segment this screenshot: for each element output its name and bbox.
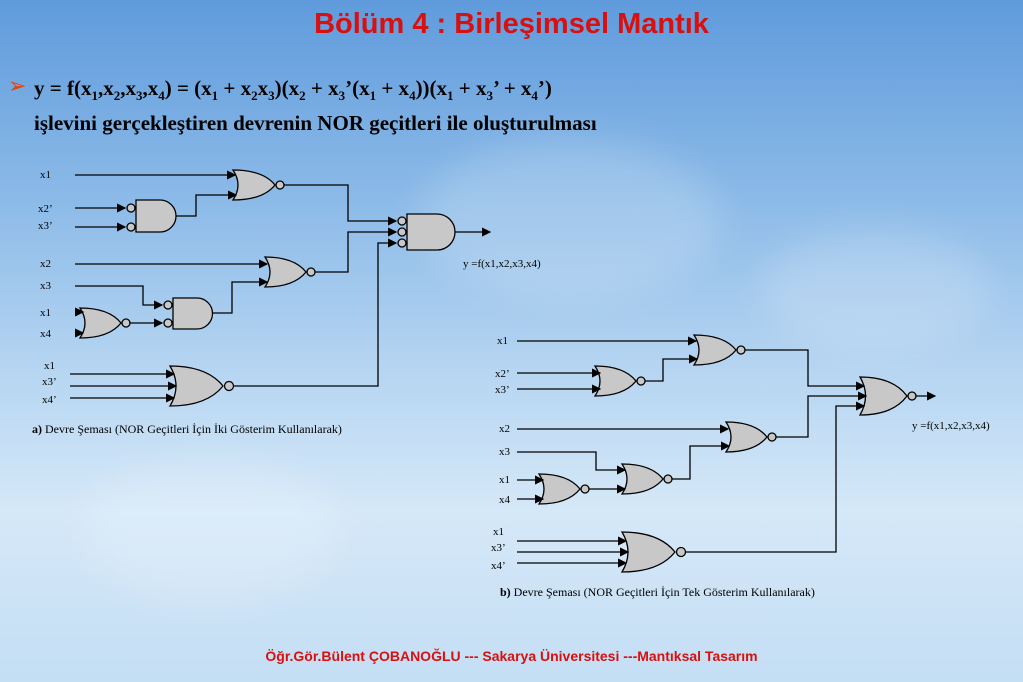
diagram-a-label-x2: x2	[40, 258, 51, 270]
nor-gate-a2	[126, 199, 177, 233]
nor-gate-a1	[231, 169, 285, 201]
diagram-b-label-x4-prime: x4’	[491, 560, 506, 572]
diagram-a-label-x4: x4	[40, 328, 52, 340]
bullet-arrow-icon: ➢	[8, 74, 27, 99]
nor-gate-b6	[620, 531, 687, 573]
background-glow	[420, 140, 720, 300]
diagram-a-label-x1-bottom: x1	[44, 360, 55, 372]
nor-gate-b7-output	[858, 376, 917, 416]
nor-gate-a3	[263, 256, 316, 288]
diagram-b-label-x2-prime: x2’	[495, 368, 510, 380]
nor-gate-b4	[620, 463, 673, 495]
diagram-a-label-x2-prime: x2’	[38, 203, 53, 215]
nor-gate-a4	[163, 297, 214, 330]
slide-title: Bölüm 4 : Birleşimsel Mantık	[314, 8, 709, 40]
diagram-b-label-x1-bottom: x1	[493, 526, 504, 538]
nor-gate-a6	[168, 365, 235, 407]
diagram-b-label-x3-prime-bottom: x3’	[491, 542, 506, 554]
diagram-b-caption: b) Devre Şeması (NOR Geçitleri İçin Tek …	[500, 585, 815, 599]
diagram-b-label-x2: x2	[499, 423, 510, 435]
diagram-b-label-x1-mid: x1	[499, 474, 510, 486]
diagram-b-label-x3-prime: x3’	[495, 384, 510, 396]
diagram-a-output-label: y =f(x1,x2,x3,x4)	[463, 258, 541, 270]
diagram-a-label-x1-mid: x1	[40, 307, 51, 319]
diagram-b-label-x3: x3	[499, 446, 511, 458]
nor-gate-a7-output	[397, 213, 456, 251]
diagram-b	[517, 334, 937, 573]
diagram-a-label-x3: x3	[40, 280, 52, 292]
slide-footer: Öğr.Gör.Bülent ÇOBANOĞLU --- Sakarya Üni…	[265, 648, 758, 664]
nor-gate-a5	[78, 307, 131, 339]
boolean-equation: y = f(x1,x2,x3,x4) = (x1 + x2x3)(x2 + x3…	[34, 76, 552, 104]
diagram-b-label-x4: x4	[499, 494, 511, 506]
diagram-a-label-x3-prime-bottom: x3’	[42, 376, 57, 388]
background-glow	[80, 460, 340, 600]
diagram-b-output-label: y =f(x1,x2,x3,x4)	[912, 420, 990, 432]
nor-gate-b1	[692, 334, 746, 366]
nor-gate-b5	[537, 473, 590, 505]
diagram-a-label-x3-prime: x3’	[38, 220, 53, 232]
diagram-a-label-x1: x1	[40, 169, 51, 181]
nor-gate-b3	[724, 421, 777, 453]
diagram-a-caption: a) Devre Şeması (NOR Geçitleri İçin İki …	[32, 422, 342, 436]
equation-description: işlevini gerçekleştiren devrenin NOR geç…	[34, 111, 597, 135]
background-glow	[760, 230, 990, 350]
nor-gate-b2	[593, 365, 646, 397]
diagram-a	[70, 169, 492, 407]
diagram-a-label-x4-prime: x4’	[42, 394, 57, 406]
diagram-b-label-x1: x1	[497, 335, 508, 347]
